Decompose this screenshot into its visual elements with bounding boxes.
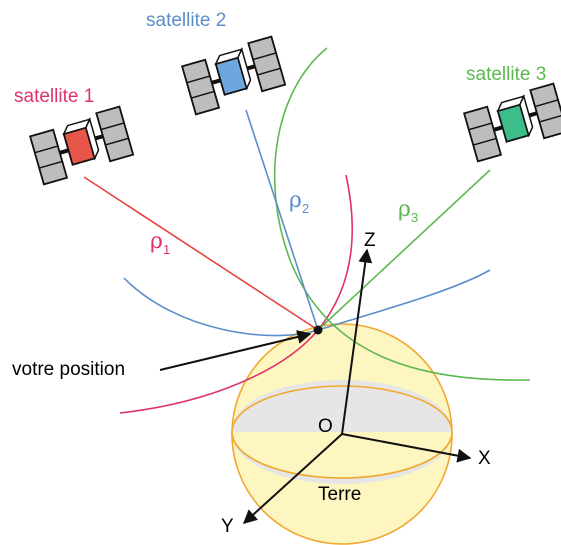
- axes: Z X Y O: [221, 230, 491, 537]
- sphere-arc-sat2: [123, 269, 491, 337]
- rho1-index: 1: [163, 242, 170, 257]
- earth-label: Terre: [318, 484, 361, 505]
- position-pointer-arrow: [159, 330, 312, 371]
- rho3-index: 3: [411, 210, 418, 225]
- axis-z-label: Z: [364, 230, 376, 251]
- range-line-sat1: [83, 176, 319, 331]
- satellite-1-label: satellite 1: [14, 86, 94, 107]
- rho3-symbol: ρ: [398, 197, 411, 222]
- axis-y-label: Y: [221, 516, 234, 537]
- satellite-3-icon: [463, 82, 561, 163]
- satellite-1-icon: [29, 105, 135, 186]
- satellite-2-label: satellite 2: [146, 10, 226, 31]
- position-label: votre position: [12, 359, 125, 380]
- rho1-symbol: ρ: [150, 229, 163, 254]
- position-point: [313, 325, 323, 335]
- origin-label: O: [318, 416, 333, 437]
- range-label-rho1: ρ1: [150, 229, 170, 257]
- range-lines: [83, 109, 491, 331]
- rho2-symbol: ρ: [289, 188, 302, 213]
- satellite-2-icon: [181, 35, 287, 116]
- axis-z: [341, 248, 373, 435]
- axis-x-label: X: [478, 448, 491, 469]
- sphere-arc-sat3: [274, 47, 531, 381]
- range-line-sat2: [245, 109, 319, 331]
- range-label-rho3: ρ3: [398, 197, 418, 225]
- range-label-rho2: ρ2: [289, 188, 309, 216]
- satellite-3-label: satellite 3: [466, 64, 546, 85]
- rho2-index: 2: [302, 201, 309, 216]
- range-line-sat3: [317, 169, 491, 331]
- axis-y: [242, 433, 343, 524]
- axis-x: [341, 433, 472, 463]
